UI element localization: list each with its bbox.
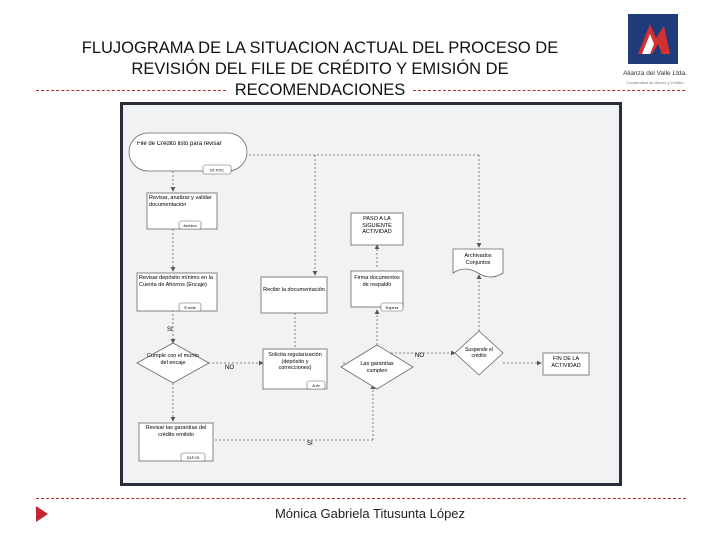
flow-connectors	[170, 154, 542, 441]
node-guarantees-label: Revisar las garantías del crédito emitid…	[145, 425, 207, 438]
node-end-label: FIN DE LA ACTIVIDAD	[551, 356, 581, 369]
title-line-3: RECOMENDACIONES	[234, 81, 406, 99]
node-receive-docs-label: Recibir la documentación	[263, 287, 325, 293]
logo-triangle-icon	[638, 24, 670, 54]
bullet-arrow-icon	[36, 506, 48, 522]
node-request-reg-tag: A.rtr	[312, 383, 320, 388]
header-rule-right	[413, 90, 685, 91]
node-decision-suspend-label: Suspende el crédito	[465, 347, 493, 359]
page-title: FLUJOGRAMA DE LA SITUACION ACTUAL DEL PR…	[40, 38, 600, 101]
node-next-activity-label: PASO A LA SIGUIENTE ACTIVIDAD	[362, 216, 392, 235]
node-decision-suspend: Suspende el crédito	[454, 330, 504, 376]
node-review-docs-label: Revisar, analizar y validar documentació…	[149, 195, 212, 208]
flowchart-diagram: File de Crédito listo para revisar ST.FO…	[128, 132, 590, 462]
footer-rule	[36, 498, 686, 499]
node-check-account-label: Revisar depósito mínimo en la Cuenta de …	[139, 275, 213, 288]
node-review-docs-tag: Archivo	[183, 223, 197, 228]
node-guarantees: Revisar las garantías del crédito emitid…	[138, 422, 214, 462]
node-decision-min: Cumple con el monto del encaje	[136, 342, 210, 384]
flow-label-no-1: NO	[225, 365, 234, 371]
node-end: FIN DE LA ACTIVIDAD	[542, 352, 590, 376]
node-receive-docs: Recibir la documentación	[260, 276, 328, 314]
flowchart-frame: File de Crédito listo para revisar ST.FO…	[120, 102, 622, 486]
node-signed-docs-tag: Espera	[386, 305, 399, 310]
node-archived-label: Archivados Conjuntos	[464, 253, 492, 266]
node-next-activity: PASO A LA SIGUIENTE ACTIVIDAD	[350, 212, 404, 246]
node-archived: Archivados Conjuntos	[452, 248, 504, 278]
company-logo: Alianza del Valle Ltda. Cooperativa de A…	[622, 14, 688, 92]
title-line-2: REVISIÓN DEL FILE DE CRÉDITO Y EMISIÓN D…	[131, 60, 509, 78]
node-signed-docs: Firma documentos de respaldo Espera	[350, 270, 404, 312]
node-start-label: File de Crédito listo para revisar	[137, 141, 222, 147]
flow-label-si-2: SI	[307, 441, 313, 447]
logo-mark	[628, 14, 678, 64]
footer-author: Mónica Gabriela Titusunta López	[274, 506, 466, 521]
node-decision-guarantees-label: Las garantías cumplen	[360, 361, 394, 374]
flow-label-si-1: SI	[167, 327, 173, 333]
node-request-reg: Solicita regularización (depósito y corr…	[262, 348, 328, 390]
logo-name: Alianza del Valle Ltda.	[623, 70, 687, 77]
node-start: File de Crédito listo para revisar ST.FO…	[128, 132, 248, 175]
node-review-docs: Revisar, analizar y validar documentació…	[146, 192, 218, 230]
node-signed-docs-label: Firma documentos de respaldo	[354, 275, 400, 288]
node-check-account-tag: E.mds	[184, 305, 195, 310]
header-rule-left	[36, 90, 226, 91]
node-request-reg-label: Solicita regularización (depósito y corr…	[268, 352, 322, 371]
node-start-tag: ST.FOC	[210, 168, 224, 173]
logo-tagline: Cooperativa de Ahorro y Crédito	[626, 80, 684, 85]
node-decision-min-label: Cumple con el monto del encaje	[147, 353, 199, 366]
flow-label-no-2: NO	[415, 353, 424, 359]
node-guarantees-tag: DLF.Gt	[187, 455, 200, 460]
title-line-1: FLUJOGRAMA DE LA SITUACION ACTUAL DEL PR…	[81, 39, 559, 57]
node-check-account: Revisar depósito mínimo en la Cuenta de …	[136, 272, 218, 312]
node-decision-guarantees: Las garantías cumplen	[340, 344, 414, 390]
